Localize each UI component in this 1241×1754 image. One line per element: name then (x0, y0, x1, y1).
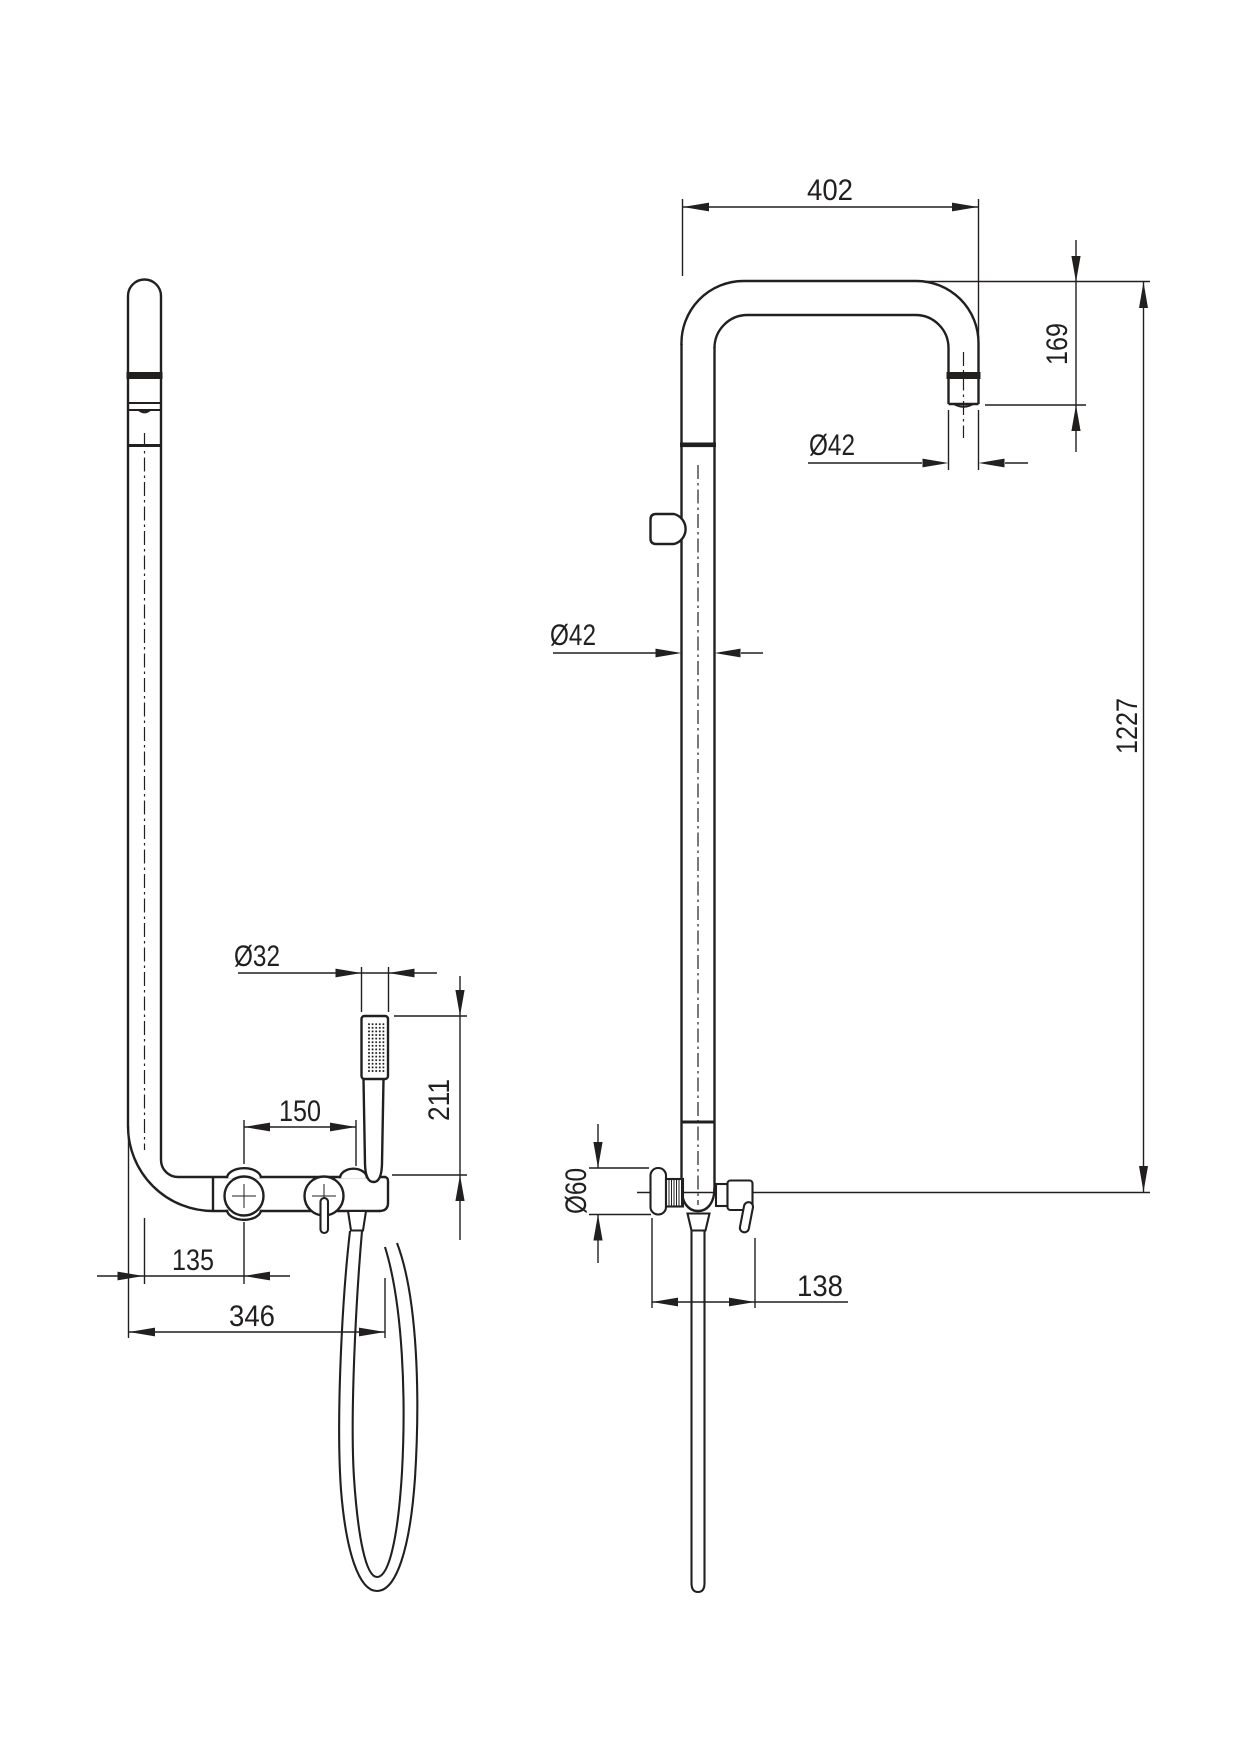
dim-arm-drop: 169 (922, 240, 1150, 452)
dim-handshower-diameter: Ø32 (234, 940, 437, 1012)
wall-flange (649, 1166, 668, 1216)
dim-overall-height: 1227 (1111, 282, 1148, 1192)
dim-label-150: 150 (279, 1095, 321, 1128)
dim-flange-diameter: Ø60 (560, 1124, 651, 1263)
side-mixer-body (178, 1167, 390, 1235)
dim-centerline-to-union: 135 (97, 1218, 290, 1284)
dim-overall-depth: 346 (127, 1126, 386, 1338)
dim-label-o32: Ø32 (234, 940, 280, 973)
dim-label-402: 402 (807, 174, 853, 207)
dim-label-135: 135 (172, 1244, 214, 1277)
front-hose-connector (686, 1212, 711, 1232)
side-hand-shower (360, 1014, 390, 1184)
front-view: 402 169 Ø42 Ø42 (550, 174, 1150, 1594)
dim-handshower-height: 211 (392, 976, 467, 1240)
side-mixer-lever (319, 1196, 330, 1235)
side-handshower-sprayface (367, 1022, 386, 1073)
side-union2-bulge (338, 1167, 369, 1179)
side-handshower-handle (362, 1078, 385, 1184)
diverter-knob (649, 512, 687, 546)
dim-spout-diameter: Ø42 (808, 410, 1028, 470)
dim-label-138: 138 (797, 1270, 843, 1303)
dim-label-346: 346 (229, 1300, 275, 1333)
dim-label-o42-column: Ø42 (550, 619, 596, 652)
dim-label-o60: Ø60 (560, 1168, 593, 1214)
dim-label-o42-spout: Ø42 (809, 429, 855, 462)
front-wall-bracket (649, 1166, 755, 1234)
side-hose-connector (346, 1209, 368, 1232)
dim-label-211: 211 (423, 1079, 456, 1121)
dim-label-1227: 1227 (1111, 698, 1144, 754)
front-column-joint-band (680, 442, 716, 448)
side-spout-joint-band (126, 372, 163, 379)
side-shower-hose (338, 1230, 419, 1593)
side-shower-column (126, 278, 214, 1213)
dim-column-diameter: Ø42 (550, 619, 763, 658)
front-shower-column (649, 279, 981, 1213)
dim-union-spacing: 150 (243, 1095, 357, 1166)
dim-label-169: 169 (1041, 323, 1074, 365)
front-spout-joint-band (946, 372, 981, 379)
side-union1-bulge (225, 1167, 263, 1179)
valve-neck (714, 1182, 729, 1208)
dim-arm-reach: 402 (681, 174, 980, 338)
dim-bracket-width: 138 (651, 1218, 848, 1308)
front-shower-hose (690, 1230, 706, 1594)
valve-lever (738, 1201, 755, 1234)
side-view: Ø32 150 211 135 (97, 278, 467, 1593)
